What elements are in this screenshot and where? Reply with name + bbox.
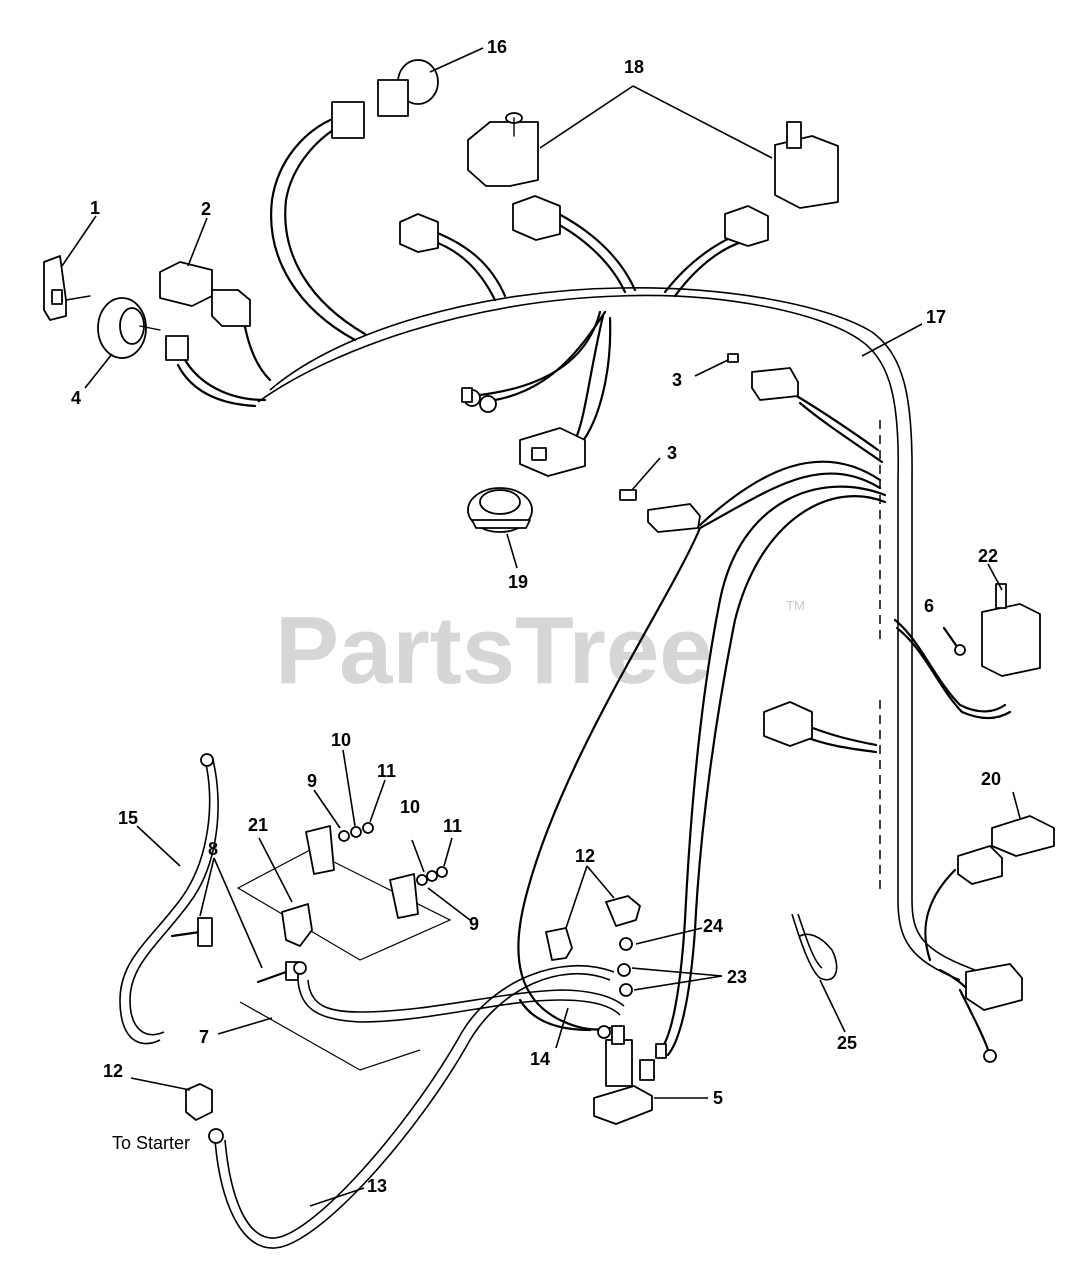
callout-18: 18 [624, 57, 644, 77]
callout-16: 16 [487, 37, 507, 57]
part-4-key-switch[interactable] [97, 297, 189, 361]
part-20-connector[interactable] [957, 815, 1055, 885]
part-23-nuts[interactable] [617, 963, 633, 997]
part-3-upper-fuse[interactable] [727, 353, 799, 401]
harness-branches [176, 116, 1012, 1057]
battery-cables [119, 759, 625, 1249]
part-relay-lower[interactable] [519, 427, 586, 477]
callout-11-upper: 11 [377, 761, 396, 781]
callout-20: 20 [981, 769, 1001, 789]
callout-3-upper: 3 [672, 370, 682, 390]
callout-8: 8 [208, 839, 218, 859]
callout-5: 5 [713, 1088, 723, 1108]
harness-connector-top-center[interactable] [512, 195, 561, 241]
callout-13: 13 [367, 1176, 387, 1196]
callout-9-upper: 9 [307, 771, 317, 791]
watermark: PartsTree TM [275, 597, 805, 704]
callout-11-lower: 11 [443, 816, 462, 836]
part-21-bracket[interactable] [236, 825, 452, 961]
part-12-boot-upper-left[interactable] [545, 927, 573, 961]
callout-21: 21 [248, 815, 268, 835]
callout-19: 19 [508, 572, 528, 592]
part-2-relay[interactable] [159, 261, 251, 327]
callout-14: 14 [530, 1049, 550, 1069]
part-1-switch[interactable] [43, 255, 91, 321]
cable-terminals [200, 753, 307, 1144]
callout-22: 22 [978, 546, 998, 566]
callout-10-upper: 10 [331, 730, 351, 750]
leader-lines [61, 47, 1021, 1207]
callout-3-lower: 3 [667, 443, 677, 463]
part-19-alarm[interactable] [467, 487, 533, 533]
part-20-plug-lower[interactable] [965, 963, 1023, 1063]
to-starter-label: To Starter [112, 1133, 190, 1153]
callout-6: 6 [924, 596, 934, 616]
callout-numbers: 1 2 3 3 4 5 6 7 8 9 9 10 10 11 11 12 12 … [71, 37, 1001, 1196]
callout-17: 17 [926, 307, 946, 327]
callout-4: 4 [71, 388, 81, 408]
callout-23: 23 [727, 967, 747, 987]
part-14-lead[interactable] [518, 998, 611, 1039]
callout-10-lower: 10 [400, 797, 420, 817]
part-25-clamp[interactable] [791, 913, 838, 981]
part-12-boot-lower[interactable] [185, 1083, 213, 1121]
callout-24: 24 [703, 916, 723, 936]
part-24-nut[interactable] [619, 937, 633, 951]
harness-connector-top-left[interactable] [399, 213, 439, 253]
part-16-connector[interactable] [331, 59, 439, 139]
part-6-screw[interactable] [942, 626, 966, 656]
callout-15: 15 [118, 808, 138, 828]
callout-7: 7 [199, 1027, 209, 1047]
part-5-solenoid[interactable] [593, 1025, 667, 1125]
part-12-boot-upper-right[interactable] [605, 895, 641, 927]
part-22-switch[interactable] [981, 583, 1041, 677]
harness-connector-mid-right[interactable] [763, 701, 813, 747]
part-8-bolts[interactable] [170, 917, 299, 984]
callout-2: 2 [201, 199, 211, 219]
part-9-10-11-hardware[interactable] [338, 822, 448, 886]
part-7-plate [239, 1001, 421, 1071]
callout-12-upper: 12 [575, 846, 595, 866]
callout-1: 1 [90, 198, 100, 218]
watermark-text: PartsTree [275, 597, 713, 704]
watermark-trademark: TM [786, 598, 805, 613]
components [43, 59, 1055, 1144]
harness-connector-top-right[interactable] [724, 205, 769, 247]
callout-9-lower: 9 [469, 914, 479, 934]
part-3-lower-fuse[interactable] [619, 489, 701, 533]
callout-12-lower: 12 [103, 1061, 123, 1081]
part-18-left-switch[interactable] [467, 112, 539, 187]
part-18-right-switch[interactable] [774, 121, 839, 209]
callout-25: 25 [837, 1033, 857, 1053]
main-harness[interactable] [257, 287, 976, 981]
lamp-sockets[interactable] [461, 387, 497, 413]
